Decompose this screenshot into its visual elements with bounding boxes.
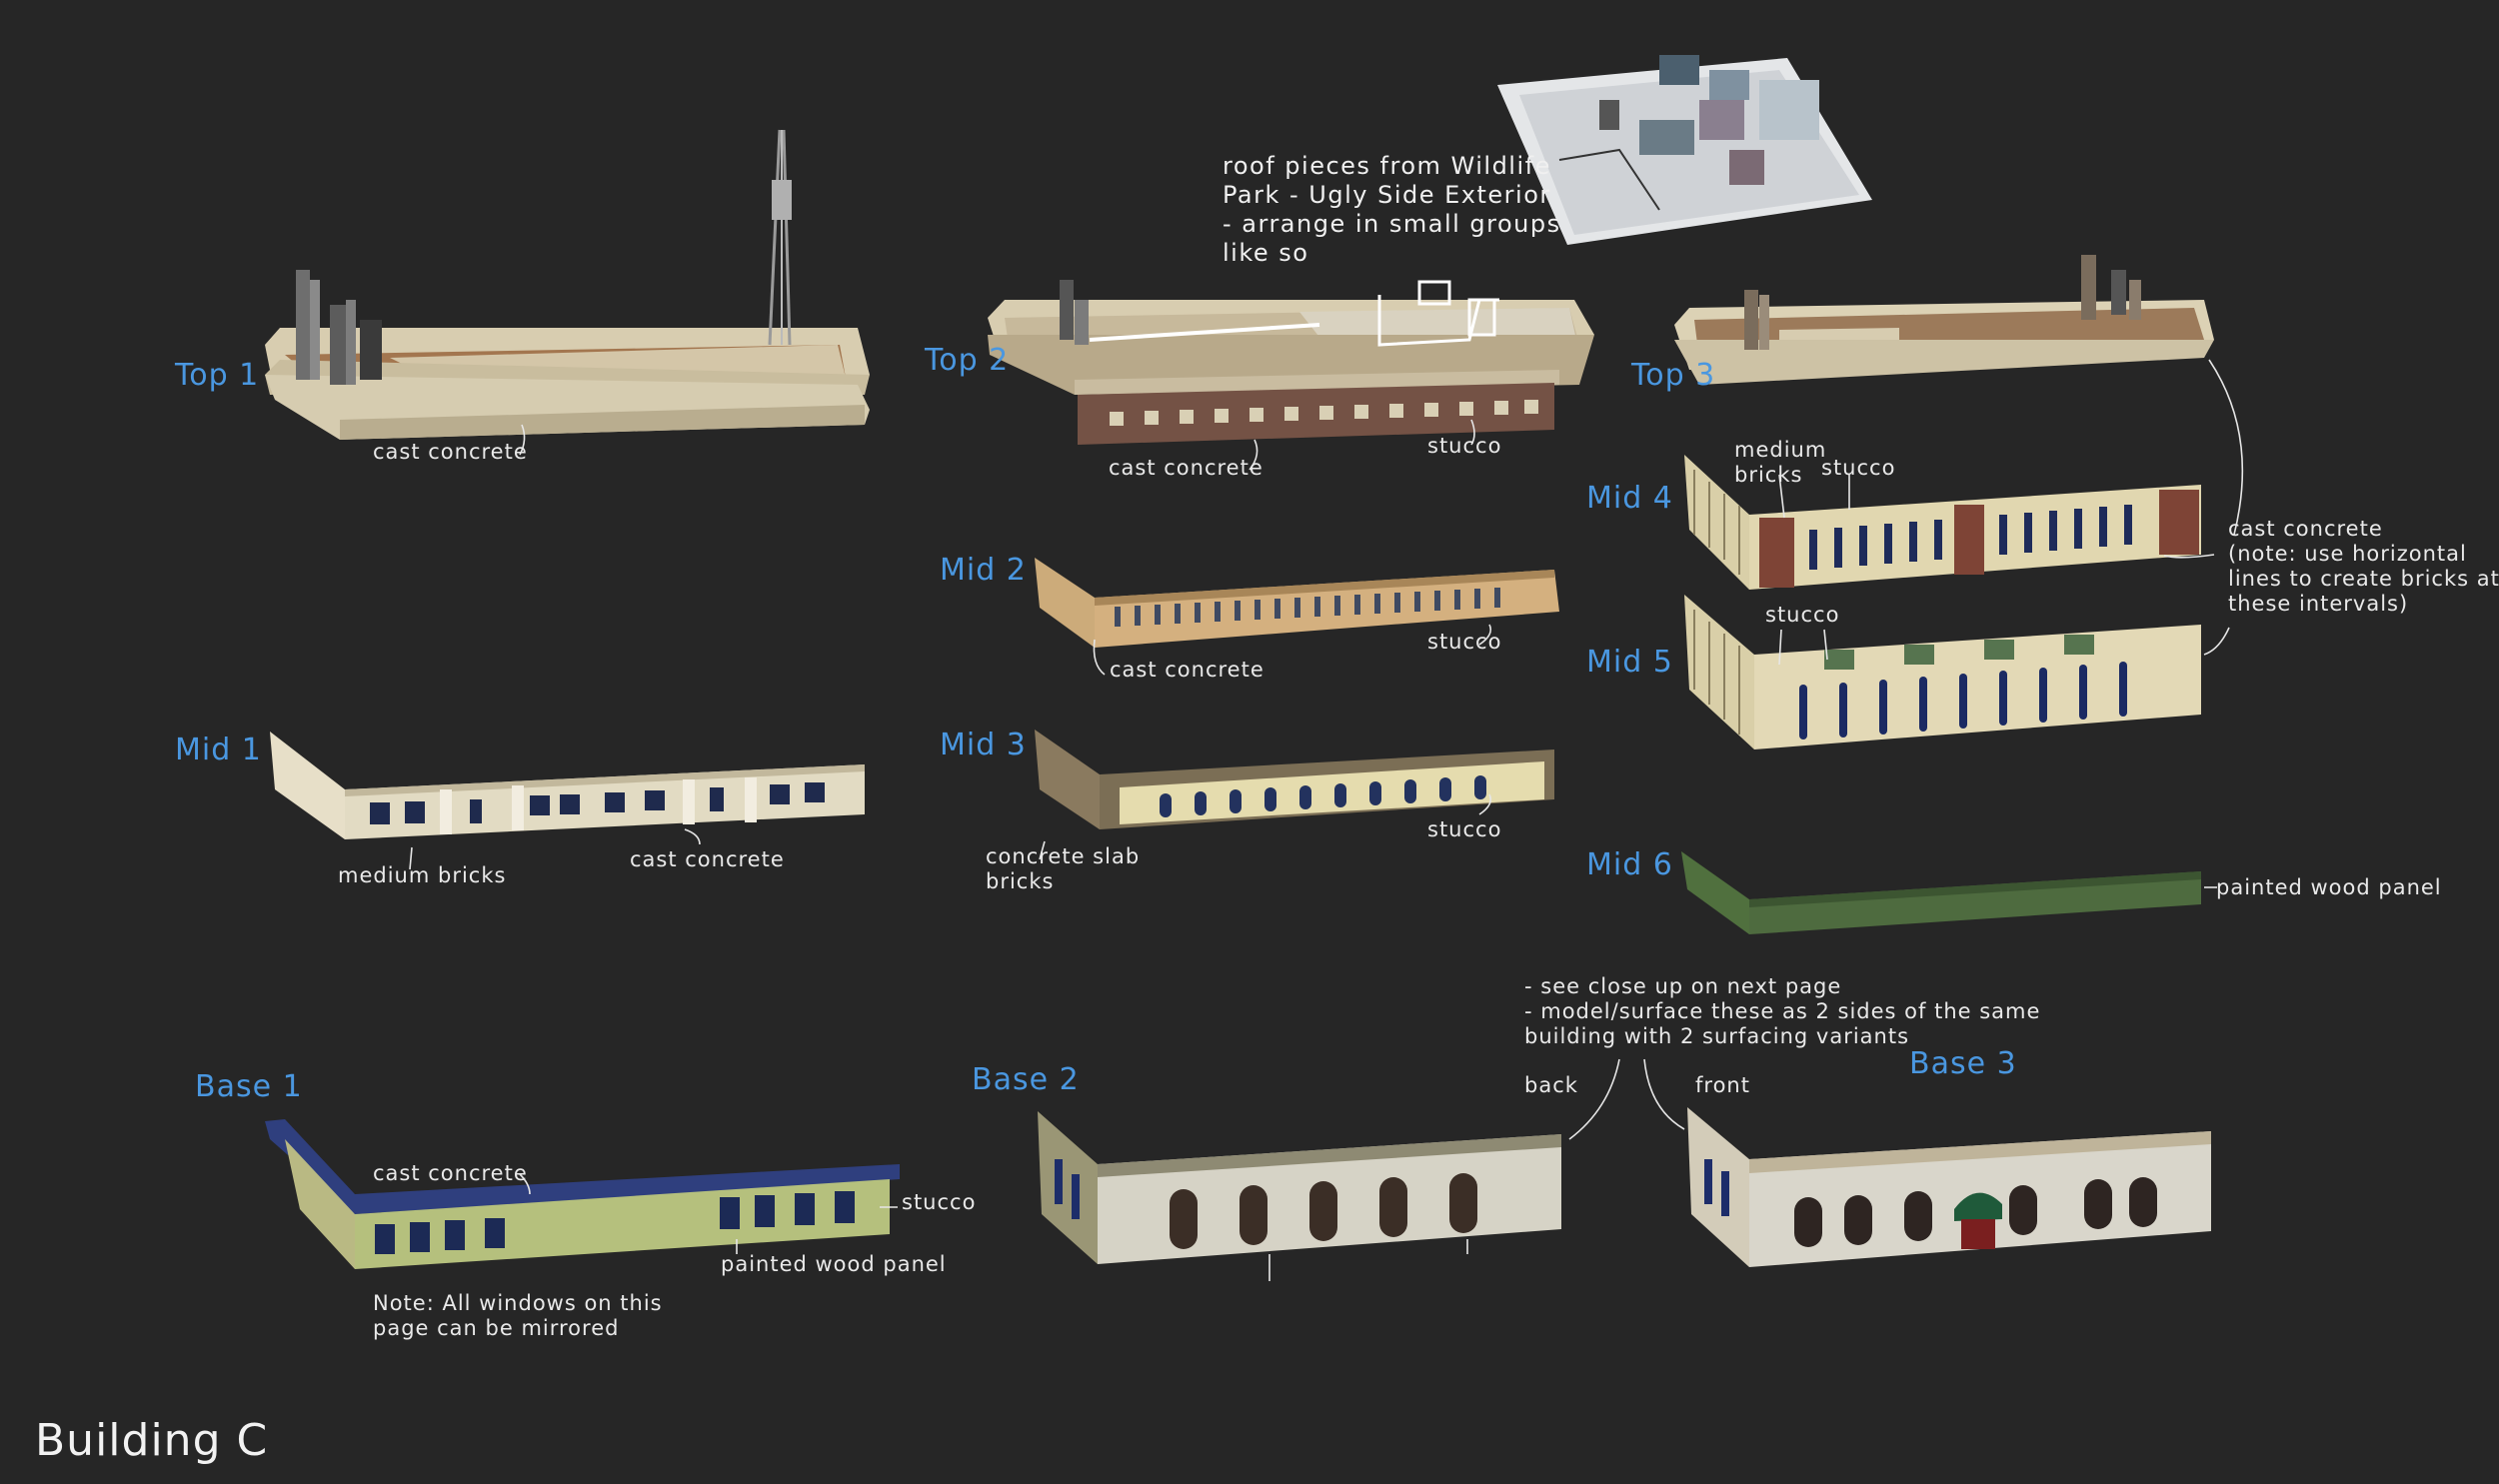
label-base1-cast-concrete: cast concrete [373, 1161, 528, 1185]
label-mid6-painted-wood: painted wood panel [2216, 875, 2442, 899]
label-mid4-stucco: stucco [1821, 456, 1896, 480]
section-label-mid1: Mid 1 [175, 733, 262, 767]
label-mid4-cast-concrete-note: cast concrete (note: use horizontal line… [2228, 517, 2499, 616]
roof-reference-photo [1497, 55, 1872, 245]
label-mid3-stucco: stucco [1427, 817, 1502, 841]
section-label-base3: Base 3 [1909, 1046, 2017, 1081]
top2-roof-model [988, 280, 1594, 445]
label-base-note: - see close up on next page - model/surf… [1524, 974, 2041, 1048]
section-label-mid4: Mid 4 [1586, 481, 1673, 516]
section-label-base1: Base 1 [195, 1069, 303, 1104]
section-label-top2: Top 2 [925, 343, 1010, 378]
label-mid2-cast-concrete: cast concrete [1110, 658, 1264, 682]
leader-lines [409, 359, 2244, 1281]
base3-model [1687, 1107, 2211, 1267]
label-mid3-concrete-slab: concrete slab bricks [986, 844, 1141, 893]
mid2-wall-model [1035, 558, 1559, 648]
section-label-top3: Top 3 [1631, 358, 1716, 393]
mid5-wall-model [1684, 595, 2201, 749]
label-top2-stucco: stucco [1427, 434, 1502, 458]
label-mid1-cast-concrete: cast concrete [630, 847, 785, 871]
mid6-panel-model [1681, 851, 2201, 934]
mid1-wall-model [270, 732, 865, 839]
mid4-wall-model [1684, 455, 2201, 590]
label-roof-note: roof pieces from Wildlife Park - Ugly Si… [1223, 152, 1561, 267]
label-base1-painted-wood: painted wood panel [721, 1252, 947, 1276]
section-label-mid5: Mid 5 [1586, 645, 1673, 680]
section-label-mid3: Mid 3 [940, 728, 1027, 762]
label-top2-cast-concrete: cast concrete [1109, 456, 1263, 480]
page-title: Building C [35, 1415, 269, 1466]
label-back: back [1524, 1073, 1578, 1097]
label-mid2-stucco: stucco [1427, 630, 1502, 654]
section-label-top1: Top 1 [175, 358, 260, 393]
mid3-wall-model [1035, 730, 1554, 829]
base1-model [265, 1119, 900, 1269]
label-mid4-medium-bricks: medium bricks [1734, 438, 1827, 487]
label-windows-note: Note: All windows on this page can be mi… [373, 1291, 663, 1340]
section-label-base2: Base 2 [972, 1062, 1080, 1097]
section-label-mid6: Mid 6 [1586, 847, 1673, 882]
label-front: front [1695, 1073, 1750, 1097]
label-base1-stucco: stucco [902, 1190, 977, 1214]
top3-roof-model [1674, 255, 2214, 385]
label-mid5-stucco: stucco [1765, 603, 1840, 627]
base2-model [1038, 1111, 1561, 1264]
section-label-mid2: Mid 2 [940, 553, 1027, 588]
label-mid1-medium-bricks: medium bricks [338, 863, 507, 887]
label-top1-cast-concrete: cast concrete [373, 440, 528, 464]
top1-roof-model [265, 129, 870, 440]
